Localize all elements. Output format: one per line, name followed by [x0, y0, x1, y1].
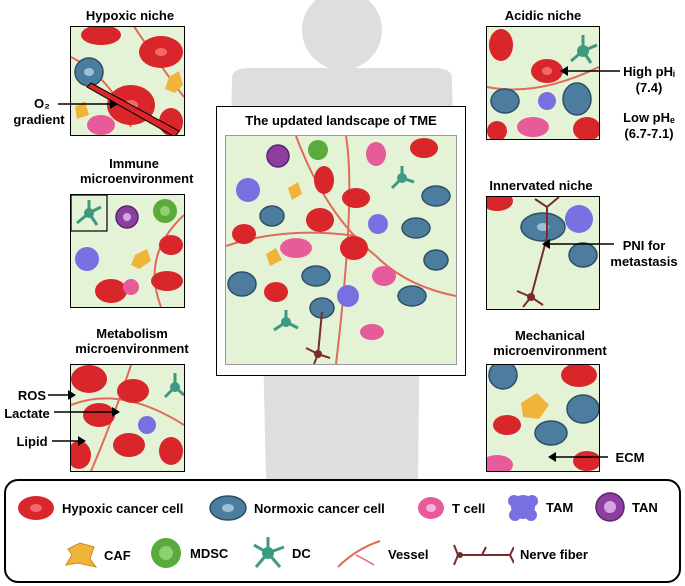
nerve-fiber-icon [453, 544, 514, 566]
mechanical-title: Mechanical microenvironment [493, 328, 607, 358]
o2-label: O₂ [34, 96, 50, 111]
ph-arrow [560, 66, 620, 76]
legend-nerve-label: Nerve fiber [520, 546, 588, 562]
pni-label-line2: metastasis [610, 254, 678, 269]
legend-dc: DC [250, 535, 311, 571]
legend-tam-label: TAM [546, 499, 574, 515]
legend-nerve: Nerve fiber [452, 539, 588, 569]
legend-dc-label: DC [292, 545, 311, 561]
ros-arrow [48, 390, 76, 400]
caf-icon [65, 542, 98, 568]
mechanical-panel [486, 364, 600, 472]
o2-arrow [58, 99, 118, 109]
tme-landscape-frame: The updated landscape of TME [216, 106, 466, 376]
normoxic-cancer-cell-icon [209, 495, 247, 521]
dc-icon [253, 537, 285, 568]
metabolism-title: Metabolism microenvironment [75, 326, 189, 356]
legend-tam: TAM [506, 491, 573, 523]
low-ph-label: Low pHₑ [623, 110, 675, 125]
legend-hypoxic: Hypoxic cancer cell [16, 495, 183, 521]
ros-label: ROS [17, 388, 47, 403]
legend-hypoxic-label: Hypoxic cancer cell [62, 500, 184, 516]
legend-caf: CAF [64, 541, 131, 569]
tme-landscape-illustration [225, 135, 457, 365]
acidic-niche-title: Acidic niche [504, 8, 582, 23]
hypoxic-niche-panel [70, 26, 185, 136]
high-ph-label: High pHᵢ [623, 64, 675, 79]
metabolism-panel [70, 364, 185, 472]
ecm-label: ECM [615, 450, 645, 465]
tan-icon [595, 492, 625, 522]
lipid-arrow [52, 436, 86, 446]
mdsc-icon [151, 538, 181, 568]
hypoxic-niche-title: Hypoxic niche [85, 8, 175, 23]
legend-tcell: T cell [416, 495, 485, 521]
legend-tcell-label: T cell [452, 500, 486, 516]
ecm-arrow [548, 452, 608, 462]
immune-title: Immune microenvironment [80, 156, 194, 186]
acidic-niche-panel [486, 26, 600, 140]
t-cell-icon [418, 497, 444, 519]
lactate-label: Lactate [4, 406, 50, 421]
gradient-label: gradient [13, 112, 65, 127]
legend-vessel-label: Vessel [388, 546, 429, 562]
legend-mdsc-label: MDSC [190, 545, 229, 561]
innervated-panel [486, 196, 600, 310]
legend-tan-label: TAN [632, 499, 658, 515]
immune-panel [70, 194, 185, 308]
hypoxic-cancer-cell-icon [18, 496, 54, 520]
lipid-label: Lipid [16, 434, 48, 449]
high-ph-value: (7.4) [635, 80, 663, 95]
pni-arrow [542, 239, 614, 249]
lactate-arrow [54, 407, 120, 417]
legend-caf-label: CAF [104, 547, 131, 563]
legend-vessel: Vessel [336, 539, 429, 569]
legend-normoxic-label: Normoxic cancer cell [254, 500, 385, 516]
center-title: The updated landscape of TME [245, 113, 437, 128]
legend: Hypoxic cancer cell Normoxic cancer cell… [4, 479, 681, 583]
innervated-title: Innervated niche [489, 178, 593, 193]
legend-tan: TAN [594, 491, 658, 523]
tam-icon [508, 495, 538, 521]
legend-normoxic: Normoxic cancer cell [208, 495, 385, 521]
low-ph-value: (6.7-7.1) [624, 126, 674, 141]
pni-label-line1: PNI for [622, 238, 666, 253]
vessel-icon [337, 540, 381, 568]
legend-mdsc: MDSC [148, 535, 228, 571]
